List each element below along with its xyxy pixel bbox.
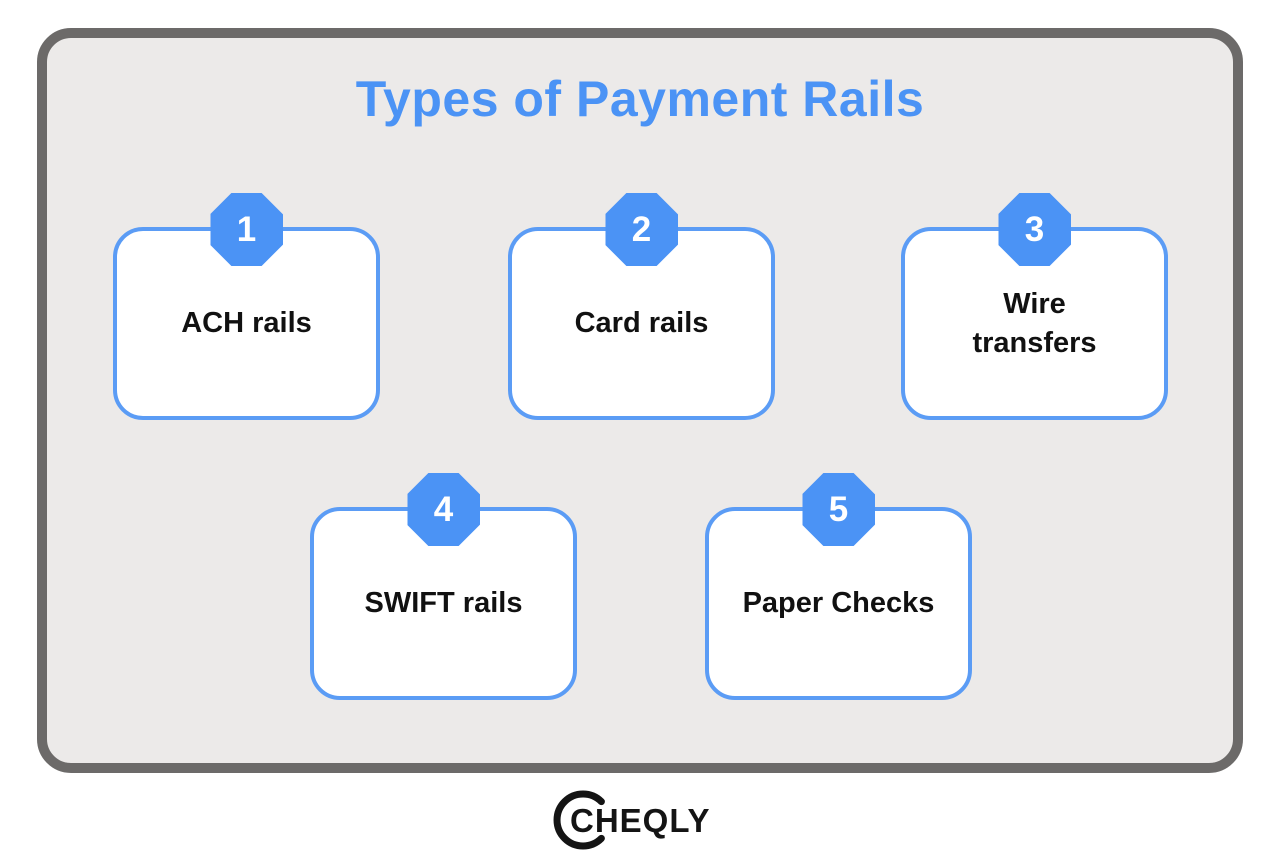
card-ach-rails: 1 ACH rails (113, 193, 380, 420)
logo-c-arc-icon (553, 790, 605, 850)
card-card-rails: 2 Card rails (508, 193, 775, 420)
card-number-badge-octagon: 2 (605, 193, 678, 266)
card-label: SWIFT rails (364, 587, 523, 620)
card-number-badge-octagon: 4 (407, 473, 480, 546)
card-number-badge-octagon: 5 (802, 473, 875, 546)
card-label: Card rails (574, 307, 709, 340)
card-label: ACH rails (181, 307, 312, 340)
cheqly-logo-graphic: CHEQLY (553, 790, 710, 850)
card-number: 4 (433, 490, 454, 529)
card-paper-checks: 5 Paper Checks (705, 473, 972, 700)
card-label: Paper Checks (742, 587, 935, 620)
card-number-badge-octagon: 1 (210, 193, 283, 266)
brand-logo: CHEQLY (549, 784, 731, 852)
card-label: Wire transfers (972, 288, 1097, 359)
card-number: 1 (236, 210, 257, 249)
page-title: Types of Payment Rails (355, 71, 925, 127)
card-wire-transfers: 3 Wire transfers (901, 193, 1168, 420)
card-number-badge-octagon: 3 (998, 193, 1071, 266)
card-number: 3 (1024, 210, 1045, 249)
card-number: 5 (828, 490, 849, 529)
card-swift-rails: 4 SWIFT rails (310, 473, 577, 700)
card-number: 2 (631, 210, 652, 249)
logo-text: CHEQLY (570, 802, 710, 839)
